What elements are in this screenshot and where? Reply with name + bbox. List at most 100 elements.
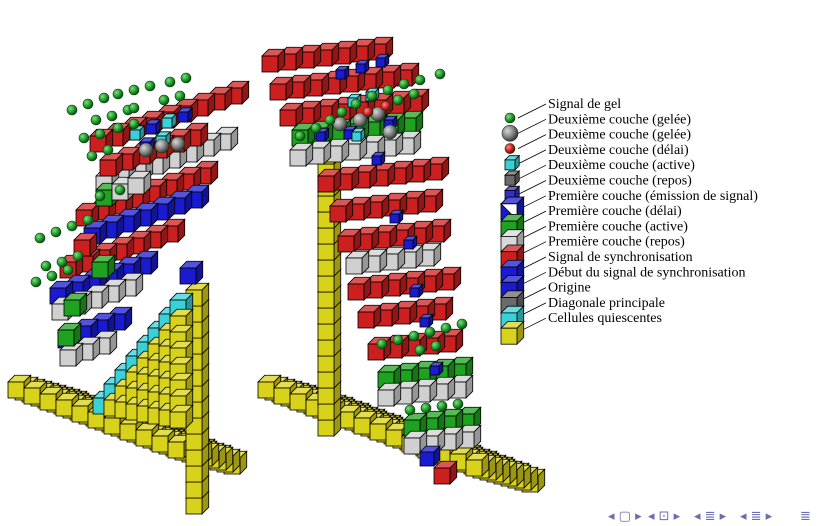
legend-label: Première couche (active) bbox=[548, 219, 688, 234]
freeze-signal-sphere bbox=[106, 110, 118, 122]
nav-first-icon[interactable]: ◂ ▢ ▸ bbox=[608, 509, 642, 524]
band-cube bbox=[57, 322, 82, 347]
freeze-signal-sphere bbox=[336, 106, 348, 118]
freeze-signal-sphere bbox=[434, 68, 446, 80]
legend-item: Deuxième couche (délai) bbox=[504, 143, 689, 171]
freeze-signal-sphere bbox=[114, 184, 126, 196]
freeze-signal-sphere bbox=[440, 322, 452, 334]
small-cube bbox=[375, 53, 390, 68]
navigation-bar: ◂ ▢ ▸ ◂ ⊡ ▸ ◂ ≣ ▸ ◂ ≣ ▸ ≣ bbox=[608, 509, 811, 524]
freeze-signal-sphere bbox=[324, 114, 336, 126]
band-cube bbox=[184, 122, 209, 147]
legend-item: Deuxième couche (gelée) bbox=[504, 128, 691, 154]
nav-align-icon[interactable]: ≣ bbox=[800, 509, 811, 524]
sphere-red bbox=[380, 100, 392, 112]
legend-label: Origine bbox=[548, 281, 591, 296]
freeze-signal-sphere bbox=[452, 398, 464, 410]
sphere-grey bbox=[352, 112, 368, 128]
freeze-signal-sphere bbox=[424, 326, 436, 338]
freeze-signal-sphere bbox=[90, 114, 102, 126]
stack-cube bbox=[433, 460, 458, 485]
freeze-signal-sphere bbox=[382, 84, 394, 96]
sphere-grey bbox=[154, 138, 170, 154]
legend-item: Début du signal de synchronisation bbox=[500, 265, 746, 300]
nav-prev-frame-icon[interactable]: ◂ ⊡ ▸ bbox=[648, 509, 681, 524]
freeze-signal-sphere bbox=[128, 118, 140, 130]
freeze-signal-sphere bbox=[34, 232, 46, 244]
legend-swatch bbox=[504, 170, 521, 187]
legend-label: Deuxième couche (gelée) bbox=[548, 112, 691, 127]
stack-cube bbox=[317, 168, 342, 193]
band-cube bbox=[214, 126, 239, 151]
stack-cube bbox=[279, 102, 304, 127]
small-cube bbox=[419, 313, 434, 328]
freeze-signal-sphere bbox=[174, 90, 186, 102]
stack-cube bbox=[269, 76, 294, 101]
freeze-signal-sphere bbox=[128, 84, 140, 96]
band-cube bbox=[99, 152, 124, 177]
freeze-signal-sphere bbox=[50, 226, 62, 238]
freeze-signal-sphere bbox=[404, 404, 416, 416]
sphere-grey bbox=[138, 142, 154, 158]
legend-item: Deuxième couche (gelée) bbox=[501, 112, 691, 142]
stack-cube bbox=[329, 198, 354, 223]
freeze-signal-sphere bbox=[40, 260, 52, 272]
freeze-signal-sphere bbox=[310, 122, 322, 134]
legend-item: Signal de gel bbox=[504, 97, 621, 124]
legend-label: Signal de synchronisation bbox=[548, 250, 693, 265]
band-cube bbox=[91, 254, 116, 279]
freeze-signal-sphere bbox=[294, 130, 306, 142]
freeze-signal-sphere bbox=[94, 190, 106, 202]
small-cube bbox=[145, 118, 162, 135]
small-cube bbox=[371, 151, 386, 166]
freeze-signal-sphere bbox=[408, 88, 420, 100]
freeze-signal-sphere bbox=[144, 80, 156, 92]
freeze-signal-sphere bbox=[72, 250, 84, 262]
freeze-signal-sphere bbox=[430, 340, 442, 352]
right-structure bbox=[257, 36, 546, 493]
freeze-signal-sphere bbox=[98, 92, 110, 104]
nav-section-icon[interactable]: ◂ ≣ ▸ bbox=[694, 509, 727, 524]
freeze-signal-sphere bbox=[420, 402, 432, 414]
legend-label: Signal de gel bbox=[548, 97, 621, 112]
left-structure bbox=[7, 72, 250, 515]
freeze-signal-sphere bbox=[392, 94, 404, 106]
legend-label: Deuxième couche (repos) bbox=[548, 174, 692, 189]
freeze-signal-sphere bbox=[180, 72, 192, 84]
legend-item: Signal de synchronisation bbox=[500, 250, 693, 284]
small-cube bbox=[351, 127, 366, 142]
legend-label: Deuxième couche (délai) bbox=[548, 143, 689, 158]
legend-label: Deuxième couche (gelée) bbox=[548, 128, 691, 143]
small-cube bbox=[429, 361, 444, 376]
stack-cube bbox=[413, 378, 438, 403]
band-cube bbox=[179, 260, 204, 285]
freeze-signal-sphere bbox=[82, 214, 94, 226]
base-cube bbox=[55, 392, 80, 417]
stack-cube bbox=[261, 48, 286, 73]
band-cube bbox=[177, 166, 202, 191]
freeze-signal-sphere bbox=[366, 90, 378, 102]
legend-label: Deuxième couche (active) bbox=[548, 158, 695, 173]
sphere-grey bbox=[170, 136, 186, 152]
freeze-signal-sphere bbox=[30, 276, 42, 288]
stack-cube bbox=[457, 406, 482, 431]
band-cube bbox=[108, 306, 133, 331]
freeze-signal-sphere bbox=[78, 132, 90, 144]
stack-cube bbox=[345, 250, 370, 275]
legend-label: Cellules quiescentes bbox=[548, 311, 662, 326]
freeze-signal-sphere bbox=[46, 270, 58, 282]
legend-label: Première couche (repos) bbox=[548, 235, 685, 250]
freeze-signal-sphere bbox=[62, 264, 74, 276]
legend-label: Première couche (délai) bbox=[548, 204, 682, 219]
legend-item: Deuxième couche (repos) bbox=[504, 174, 692, 202]
small-cube bbox=[335, 65, 350, 80]
band-cube bbox=[127, 170, 152, 195]
freeze-signal-sphere bbox=[456, 318, 468, 330]
legend-label: Diagonale principale bbox=[548, 296, 665, 311]
nav-subsection-icon[interactable]: ◂ ≣ ▸ bbox=[740, 509, 773, 524]
stack-cube bbox=[419, 445, 441, 467]
freeze-signal-sphere bbox=[414, 74, 426, 86]
stack-cube bbox=[337, 228, 362, 253]
